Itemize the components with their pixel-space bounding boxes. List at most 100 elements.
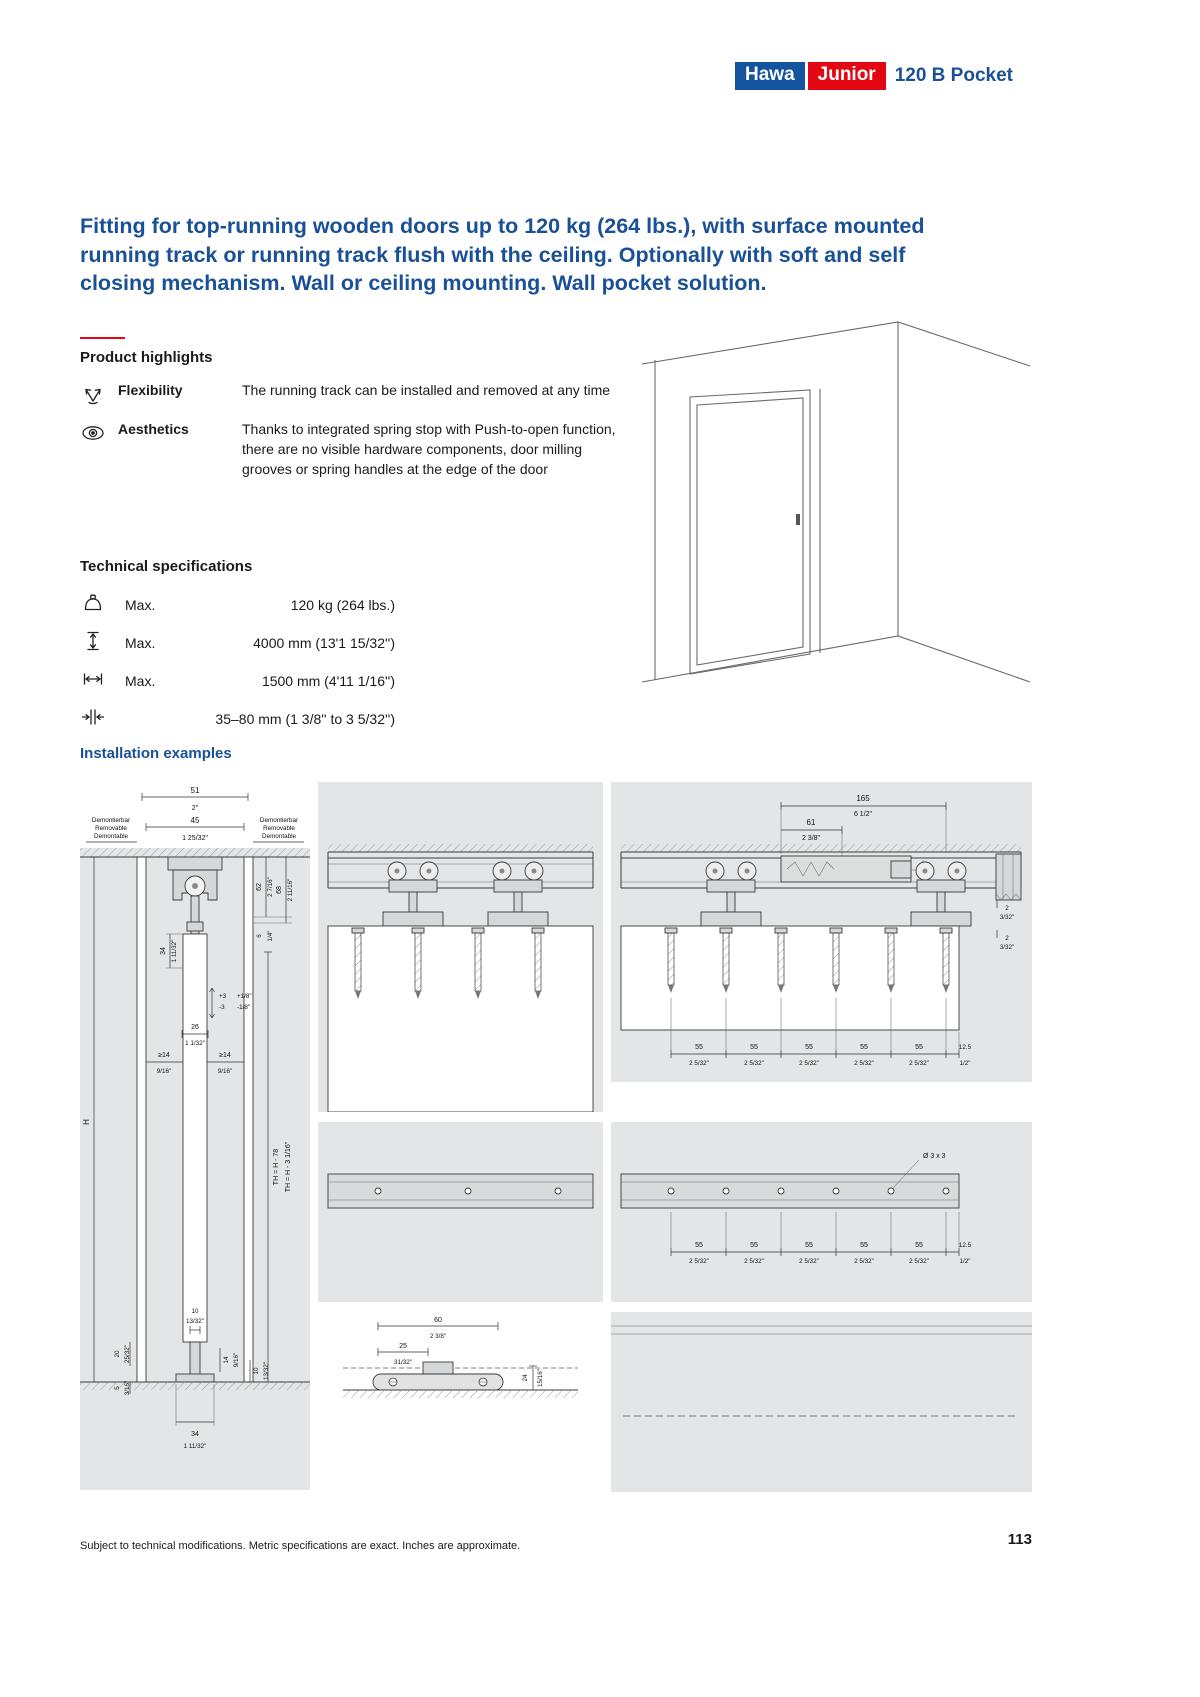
dim-label: 6 [256,934,263,938]
dim-label: 10 [253,1367,260,1375]
mounting-hole [554,1187,562,1195]
dim-label: 55 [695,1242,703,1249]
pocket-door-illustration [630,302,1040,727]
panel-background [318,1122,603,1302]
hole-spacing-dimensions: 55 2 5/32" 55 2 5/32" 55 2 5/32" 55 2 5/… [670,1212,972,1265]
dim-label: 10 [191,1308,199,1315]
weight-icon [80,590,125,619]
dim-label: 51 [191,786,200,795]
dim-label: 9/16" [233,1353,240,1368]
installation-title: Installation examples [80,745,232,762]
trolley [382,861,444,927]
dim-label: 2 5/32" [744,1060,764,1067]
guide-height-dimension: 24 15/16" [522,1365,544,1391]
dim-label: 55 [915,1242,923,1249]
dim-label: +3 [219,993,227,1000]
dim-label: 5 [114,1386,121,1390]
door-top [620,925,960,1031]
dim-label: 31/32" [394,1359,412,1366]
mounting-hole [464,1187,472,1195]
dim-label: 61 [807,818,816,827]
door-thickness-dimension: 26 1 1/32" [181,1024,209,1047]
dim-label: 12.5 [959,1242,972,1249]
drill-hole [722,1187,730,1195]
trolley [910,861,972,927]
footer-note: Subject to technical modifications. Metr… [80,1540,521,1552]
dim-label: 13/32" [186,1318,204,1325]
track-profile-drawing [318,1122,603,1302]
dim-label: 12.5 [959,1044,972,1051]
mounting-screws [664,927,953,993]
dim-label: 55 [695,1044,703,1051]
spec-row-door-width: Max. 1500 mm (4'11 1/16'') [80,666,420,695]
door-height-icon [80,628,125,657]
spec-row-weight: Max. 120 kg (264 lbs.) [80,590,420,619]
panel-background [611,1122,1032,1302]
dim-label: ≥14 [158,1052,170,1059]
spring [786,861,835,877]
dim-label: 3/16" [124,1381,131,1396]
spec-label: Max. [125,634,156,651]
highlight-row-flexibility: Flexibility The running track can be ins… [80,381,645,407]
dim-label: -3 [219,1004,225,1011]
clearance-dimensions: ≥14 9/16" ≥14 9/16" [146,1052,244,1075]
tech-title: Technical specifications [80,558,253,575]
mounting-screws [351,927,545,999]
removable-label: Demontable [94,833,128,840]
dim-label: 2 11/16" [287,879,294,902]
hanger-dimension: 34 1 11/32" [160,933,183,969]
highlight-text: Thanks to integrated spring stop with Pu… [242,421,616,477]
dim-label: 2 3/8" [802,835,821,842]
drawing-col-right: 165 6 1/2" 61 2 3/8" [611,782,1032,1492]
hawa-logo-box: Hawa [735,62,805,90]
dim-label: 25/32" [124,1345,131,1363]
running-track-section [167,856,223,935]
sliding-door [689,389,821,675]
spec-value: 4000 mm (13'1 15/32'') [253,634,395,651]
dim-label: +1/8" [237,993,252,1000]
dim-label: 3/32" [1000,944,1015,951]
drill-hole [887,1187,895,1195]
highlight-label: Flexibility [118,382,183,398]
trolley [700,861,762,927]
dim-label: 34 [160,947,167,955]
dim-label: 6 1/2" [854,811,873,818]
dim-label: 55 [805,1242,813,1249]
ceiling-hatch [80,848,310,857]
door-section [182,933,208,1343]
door-handle [796,514,800,525]
dim-label: 2 5/32" [854,1258,874,1265]
dim-label: 2 5/32" [909,1060,929,1067]
drill-hole [942,1187,950,1195]
door-thickness-icon [80,704,125,733]
spec-value: 120 kg (264 lbs.) [290,596,395,613]
drill-callout: Ø 3 x 3 [892,1153,946,1189]
installation-drawings: 51 2" 45 1 25/32" Demontierbar Removable… [80,782,1032,1492]
spec-label: Max. [125,596,156,613]
removable-label-right: Demontierbar Removable Demontable [253,817,304,843]
spec-row-door-height: Max. 4000 mm (13'1 15/32'') [80,628,420,657]
floor-guide-section [80,1341,310,1390]
removable-label: Demontable [262,833,296,840]
dim-label: 165 [856,794,870,803]
dim-label: 13/32" [263,1362,270,1380]
junior-logo-box: Junior [807,62,886,90]
dim-label: 55 [805,1044,813,1051]
product-highlights-section: Product highlights Flexibility The runni… [80,349,645,493]
dim-label: 3/32" [1000,914,1015,921]
highlight-text: The running track can be installed and r… [242,382,611,398]
removable-label: Removable [95,825,127,832]
dim-label: 1/2" [960,1060,971,1067]
spec-row-door-thickness: 35–80 mm (1 3/8'' to 3 5/32'') [80,704,420,733]
removable-label: Removable [263,825,295,832]
highlights-title: Product highlights [80,349,213,366]
screw-spacing-dimensions: 55 2 5/32" 55 2 5/32" 55 2 5/32" 55 2 5/… [670,998,972,1067]
highlight-row-aesthetics: Aesthetics Thanks to integrated spring s… [80,420,645,480]
dim-label: 2 [1005,905,1009,912]
door-width-icon [80,666,125,695]
dim-label: 55 [860,1242,868,1249]
drill-hole [667,1187,675,1195]
soft-close-unit [780,855,924,883]
soft-close-elevation-drawing: 165 6 1/2" 61 2 3/8" [611,782,1032,1082]
